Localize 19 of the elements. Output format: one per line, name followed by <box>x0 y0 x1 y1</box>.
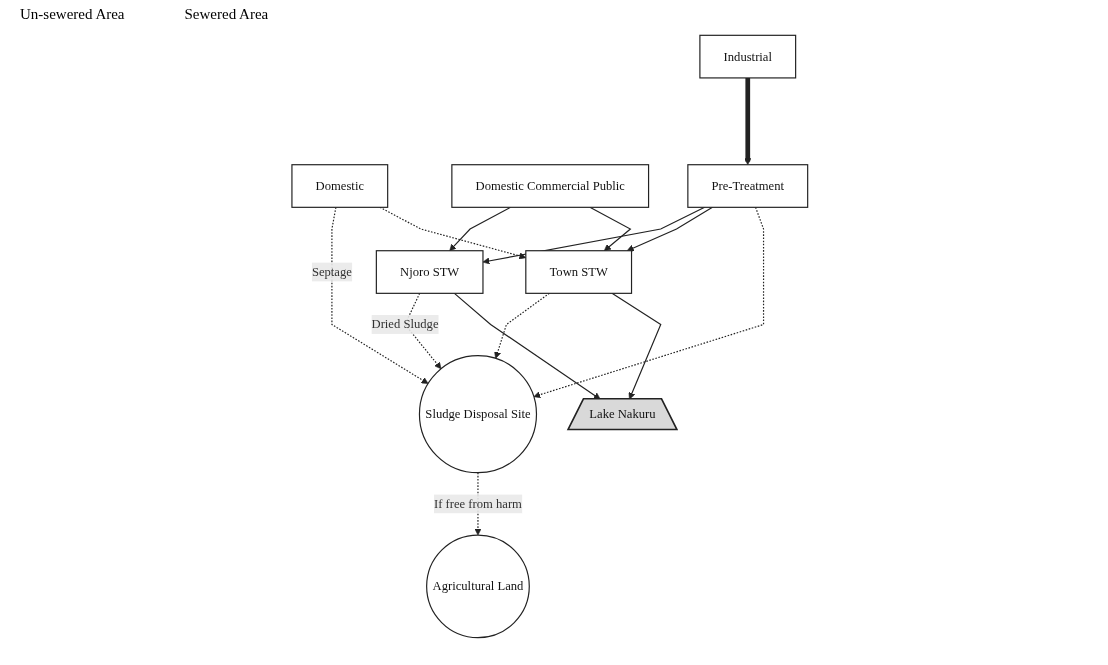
arrow <box>533 206 765 399</box>
arrow <box>627 206 714 252</box>
edge-label: Septage <box>312 264 353 279</box>
edge-label: If free from harm <box>434 496 523 511</box>
node-box: Domestic <box>291 164 389 208</box>
node-circle: Sludge Disposal Site <box>419 355 538 474</box>
area-label: Sewered Area <box>184 6 269 23</box>
arrow <box>589 206 632 252</box>
arrow <box>474 472 482 536</box>
node-box: Domestic Commercial Public <box>451 164 650 208</box>
area-label: Un-sewered Area <box>20 6 125 23</box>
node-box: Industrial <box>699 34 797 79</box>
node-box: Town STW <box>525 250 633 294</box>
edge-label: Dried Sludge <box>371 317 439 331</box>
arrow <box>744 77 752 166</box>
node-box: Njoro STW <box>375 250 484 294</box>
node-circle: Agricultural Land <box>426 534 531 639</box>
node-box: Pre-Treatment <box>687 164 809 208</box>
arrow <box>449 206 512 252</box>
